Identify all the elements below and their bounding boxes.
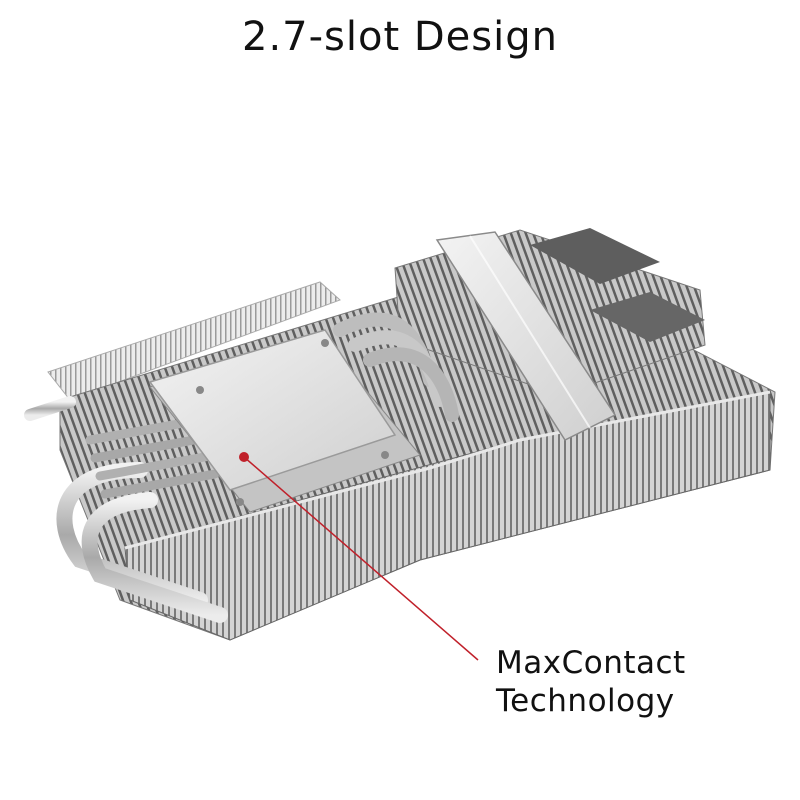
callout-line-2: Technology (496, 683, 675, 719)
heatpipes (24, 312, 459, 623)
contact-base-plate (148, 329, 421, 513)
callout-leader (239, 452, 479, 661)
rear-fin-stack (47, 281, 341, 401)
page-title: 2.7-slot Design (242, 14, 558, 60)
callout-label: MaxContact Technology (496, 644, 786, 720)
mounting-bracket (435, 231, 617, 441)
callout-line-1: MaxContact (496, 645, 686, 681)
